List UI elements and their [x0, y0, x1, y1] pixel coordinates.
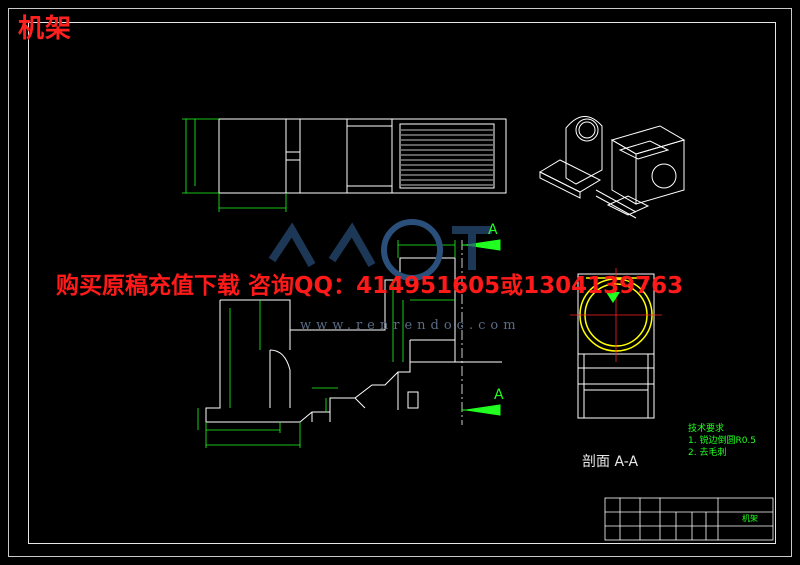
- tech-requirement-item: 2. 去毛刺: [688, 448, 727, 458]
- section-mark-bottom: A: [494, 387, 504, 403]
- title-block: [604, 497, 774, 541]
- drawing-corner-title: 机架: [18, 14, 73, 44]
- section-label: 剖面 A-A: [582, 454, 639, 470]
- front-view-dimensions: [197, 240, 456, 448]
- promo-banner: 购买原稿充值下载 咨询QQ：414951605或1304139763: [56, 273, 684, 299]
- watermark-logo: [252, 210, 552, 314]
- section-weld-mark: [606, 292, 620, 303]
- isometric-view: [538, 116, 686, 219]
- watermark-logo-graphic: [268, 219, 492, 281]
- tech-requirement-item: 1. 锐边倒圆R0.5: [688, 436, 757, 446]
- tech-requirements-title: 技术要求: [688, 424, 725, 434]
- top-view: [218, 118, 507, 194]
- front-view: [205, 257, 502, 423]
- section-centerlines: [570, 268, 662, 362]
- drawing-border-inner: [28, 22, 776, 544]
- section-mark-top: A: [488, 222, 498, 238]
- title-block-name: 机架: [742, 514, 758, 523]
- drawing-border-outer: [8, 8, 792, 557]
- tech-requirements: 技术要求 1. 锐边倒圆R0.5 2. 去毛刺: [688, 423, 756, 459]
- top-view-dimensions: [182, 118, 287, 212]
- watermark-url: www.renrendoc.com: [300, 318, 521, 333]
